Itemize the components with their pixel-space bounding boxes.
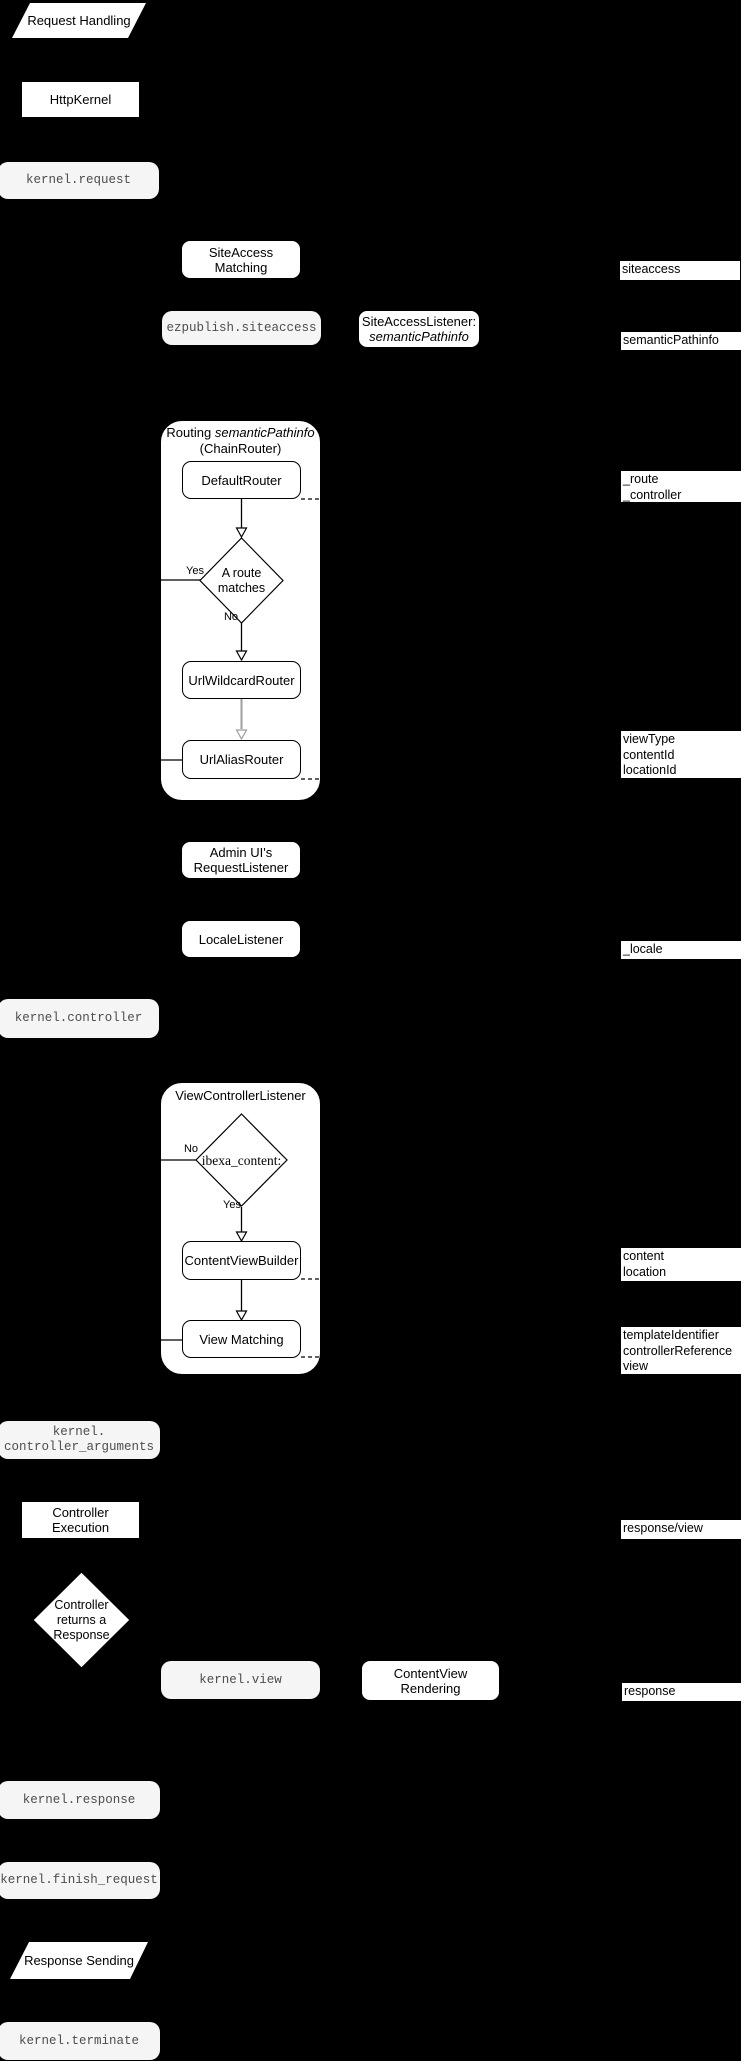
url-alias-router-label: UrlAliasRouter [199,752,284,767]
kernel-finish-request-label: kernel.finish_request [0,1873,158,1887]
siteaccess-listener-node: SiteAccessListener: semanticPathinfo [358,310,480,348]
contentview-rendering-node: ContentView Rendering [361,1660,500,1701]
route-matches-diamond [199,537,284,624]
param-template-params: templateIdentifier controllerReference v… [621,1327,741,1374]
url-wildcard-router-label: UrlWildcardRouter [188,672,295,688]
param-response-view: response/view [621,1520,741,1539]
param-route-label: _route [623,472,659,486]
param-siteaccess: siteaccess [620,261,740,280]
param-semantic-pathinfo-label: semanticPathinfo [623,333,719,347]
param-siteaccess-label: siteaccess [622,262,681,276]
kernel-controller-arguments-line2: controller_arguments [3,1440,155,1454]
kernel-controller-arguments-line1: kernel. [52,1425,106,1439]
param-view-params: viewType contentId locationId [621,731,741,778]
content-view-builder-node: ContentViewBuilder [182,1241,301,1280]
kernel-terminate-label: kernel.terminate [18,2033,140,2048]
admin-request-listener-line1: Admin UI's [209,845,273,860]
param-locale: _locale [621,941,741,959]
siteaccess-listener-line2: semanticPathinfo [369,329,469,344]
ibexa-content-diamond [195,1113,288,1207]
param-contentid-label: contentId [623,747,675,762]
param-location-label: location [623,1264,667,1279]
param-template-identifier-label: templateIdentifier [623,1328,719,1342]
siteaccess-matching-label: SiteAccess Matching [208,244,274,275]
param-controller-label: _controller [623,487,682,502]
response-sending-node: Response Sending [10,1942,148,1979]
kernel-response-label: kernel.response [22,1792,136,1807]
routing-connectors [160,498,321,780]
admin-request-listener-line2: RequestListener [193,860,289,875]
route-matches-line2: matches [217,580,266,595]
controller-execution-node: Controller Execution [21,1501,140,1539]
kernel-controller-arguments-event: kernel. controller_arguments [0,1421,160,1459]
param-locale-label: _locale [623,942,663,956]
view-controller-listener-title: ViewControllerListener [175,1088,306,1103]
routing-title-normal: Routing [166,425,215,440]
kernel-response-event: kernel.response [0,1781,160,1819]
httpkernel-node: HttpKernel [21,81,140,118]
controller-execution-label: Controller Execution [51,1505,110,1535]
ibexa-content-no-label: No [183,1143,198,1155]
param-route-controller: _route _controller [621,471,741,502]
response-sending-label: Response Sending [24,1953,134,1968]
default-router-node: DefaultRouter [182,461,301,499]
controller-returns-line3: Response [53,1627,110,1642]
kernel-controller-event: kernel.controller [0,999,159,1038]
route-matches-yes-label: Yes [186,565,204,577]
param-content-label: content [623,1249,665,1263]
param-response-label: response [624,1684,676,1698]
url-alias-router-node: UrlAliasRouter [182,740,301,779]
controller-returns-line1: Controller [54,1597,109,1612]
controller-returns-response-diamond [32,1571,131,1669]
url-wildcard-router-node: UrlWildcardRouter [182,661,301,699]
locale-listener-label: LocaleListener [198,931,284,947]
param-locationid-label: locationId [623,763,677,777]
param-response: response [622,1683,741,1701]
request-handling-node: Request Handling [12,3,146,38]
siteaccess-matching-node: SiteAccess Matching [181,240,301,279]
kernel-finish-request-event: kernel.finish_request [0,1862,160,1899]
routing-title-italic: semanticPathinfo [214,425,315,440]
kernel-request-label: kernel.request [25,173,132,187]
request-handling-label: Request Handling [27,13,131,28]
kernel-terminate-event: kernel.terminate [0,2022,160,2060]
contentview-rendering-label: ContentView Rendering [393,1665,468,1696]
view-matching-node: View Matching [182,1320,301,1358]
param-response-view-label: response/view [623,1521,703,1535]
param-view-label: view [623,1359,649,1373]
view-matching-label: View Matching [199,1331,284,1347]
kernel-view-label: kernel.view [199,1672,282,1687]
route-matches-line1: A route [221,565,262,580]
route-matches-no-label: No [223,611,238,623]
routing-title-line2: (ChainRouter) [199,441,282,456]
kernel-controller-label: kernel.controller [14,1011,143,1025]
admin-request-listener-node: Admin UI's RequestListener [181,841,301,879]
locale-listener-node: LocaleListener [181,920,301,958]
siteaccess-listener-line1: SiteAccessListener: [361,314,477,329]
view-controller-connectors [160,1159,321,1358]
controller-returns-line2: returns a [56,1612,107,1627]
param-controller-reference-label: controllerReference [623,1343,733,1358]
param-semantic-pathinfo: semanticPathinfo [621,332,741,350]
routing-container-title: Routing semanticPathinfo (ChainRouter) [160,425,321,457]
ezpublish-siteaccess-event: ezpublish.siteaccess [162,311,321,345]
ibexa-content-label: ibexa_content: [201,1152,282,1168]
kernel-view-event: kernel.view [161,1661,320,1699]
httpkernel-label: HttpKernel [49,92,112,107]
param-content-location: content location [621,1248,741,1281]
param-viewtype-label: viewType [623,732,676,746]
kernel-request-event: kernel.request [0,162,159,199]
route-matches-label: A route matches [199,537,284,624]
default-router-label: DefaultRouter [201,472,282,488]
ibexa-content-yes-label: Yes [223,1199,241,1211]
ezpublish-siteaccess-label: ezpublish.siteaccess [166,320,317,335]
controller-returns-response-label: Controller returns a Response [32,1571,131,1669]
content-view-builder-label: ContentViewBuilder [184,1253,299,1268]
